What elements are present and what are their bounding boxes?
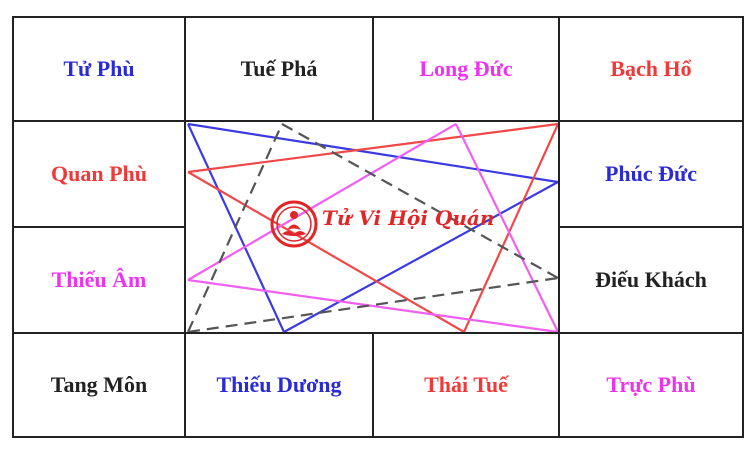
dashed-line-2 <box>281 123 558 279</box>
magenta-line-2 <box>187 278 558 332</box>
cell-thieu-am: Thiếu Âm <box>12 226 186 334</box>
magenta-line-3 <box>455 123 558 332</box>
cell-tang-mon: Tang Môn <box>12 332 186 438</box>
cell-label-tue-pha: Tuế Phá <box>240 56 318 81</box>
red-line-3 <box>462 123 558 332</box>
watermark-text: Tử Vi Hội Quán <box>322 206 495 230</box>
cell-label-thieu-am: Thiếu Âm <box>51 267 147 292</box>
cell-phuc-duc: Phúc Đức <box>558 120 744 228</box>
center-connection-area: Tử Vi Hội Quán <box>184 120 560 334</box>
red-line-1 <box>187 122 558 174</box>
red-line-2 <box>187 171 465 332</box>
dashed-line-3 <box>187 276 558 332</box>
cell-label-quan-phu: Quan Phù <box>51 161 147 186</box>
blue-line-1 <box>187 122 558 184</box>
cell-label-tang-mon: Tang Môn <box>50 372 148 397</box>
cell-bach-ho: Bạch Hổ <box>558 16 744 122</box>
chart-board: Tử Phù Tuế Phá Long Đức Bạch Hổ Quan Phù… <box>12 16 744 438</box>
cell-tu-phu: Tử Phù <box>12 16 186 122</box>
blue-line-3 <box>283 181 558 332</box>
cell-dieu-khach: Điếu Khách <box>558 226 744 334</box>
connection-lines <box>186 122 558 332</box>
cell-label-truc-phu: Trực Phù <box>606 372 696 397</box>
dashed-line-1 <box>186 123 284 332</box>
cell-label-bach-ho: Bạch Hổ <box>610 56 692 81</box>
cell-truc-phu: Trực Phù <box>558 332 744 438</box>
cell-label-dieu-khach: Điếu Khách <box>595 267 707 292</box>
cell-long-duc: Long Đức <box>372 16 560 122</box>
cell-tue-pha: Tuế Phá <box>184 16 374 122</box>
cell-quan-phu: Quan Phù <box>12 120 186 228</box>
cell-label-thieu-duong: Thiếu Dương <box>216 372 342 397</box>
cell-thieu-duong: Thiếu Dương <box>184 332 374 438</box>
magenta-line-1 <box>187 123 457 281</box>
cell-label-long-duc: Long Đức <box>419 56 513 81</box>
cell-thai-tue: Thái Tuế <box>372 332 560 438</box>
cell-label-tu-phu: Tử Phù <box>63 56 135 81</box>
lotus-buddha-icon <box>270 200 318 248</box>
cell-label-phuc-duc: Phúc Đức <box>604 161 698 186</box>
cell-label-thai-tue: Thái Tuế <box>424 372 508 397</box>
